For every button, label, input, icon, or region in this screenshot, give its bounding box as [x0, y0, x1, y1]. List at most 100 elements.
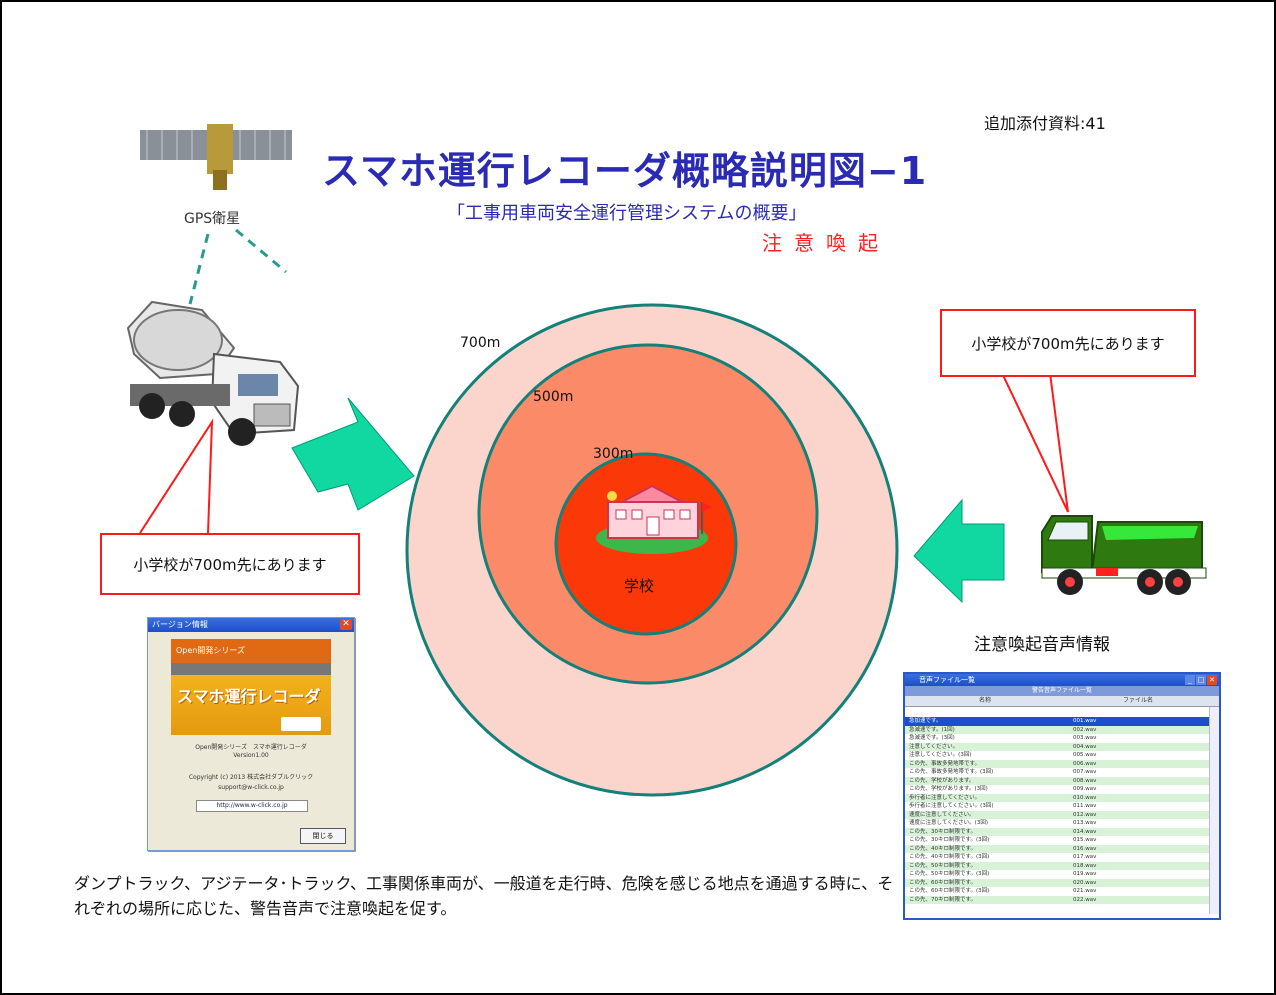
version-banner-divider — [171, 663, 331, 675]
voice-item-file: 011.wav — [1073, 803, 1097, 809]
voice-item-name: この先、30キロ制限です。(3回) — [909, 837, 990, 843]
list-item[interactable]: この先、事故多発地帯です。006.wav — [905, 759, 1209, 768]
school-label: 学校 — [624, 577, 655, 595]
scrollbar[interactable] — [1209, 707, 1219, 914]
close-button[interactable]: 閉じる — [300, 828, 346, 844]
version-info-window: バージョン情報 ✕ Open開発シリーズ スマホ運行レコーダ Open開発シリー… — [147, 617, 355, 851]
page-subtitle: 「工事用車両安全運行管理システムの概要」 — [447, 203, 807, 224]
voice-item-name: 歩行者に注意してください。(3回) — [909, 803, 994, 809]
version-banner-series: Open開発シリーズ — [171, 639, 331, 663]
list-item[interactable]: 急加速です。001.wav — [905, 717, 1209, 726]
voice-list-header: 名称 ファイル名 — [905, 696, 1219, 707]
voice-info-title: 注意喚起音声情報 — [974, 635, 1110, 655]
dump-truck-icon — [1041, 515, 1207, 595]
truck-icon — [281, 717, 321, 731]
list-item[interactable]: 急減速です。(3回) 003.wav — [905, 734, 1209, 743]
list-item[interactable]: この先、学校があります。(3回) 009.wav — [905, 785, 1209, 794]
voice-item-file: 002.wav — [1073, 726, 1097, 733]
version-url-link[interactable]: http://www.w-click.co.jp — [196, 800, 308, 812]
callout-left-pointer — [139, 418, 214, 534]
callout-right: 小学校が700m先にあります — [940, 309, 1196, 377]
agitator-truck-icon — [126, 300, 300, 446]
voice-item-name: この先、40キロ制限です。(3回) — [909, 854, 990, 860]
list-item[interactable]: この先、30キロ制限です。 014.wav — [905, 827, 1209, 836]
list-item[interactable]: 歩行者に注意してください。(3回) 011.wav — [905, 802, 1209, 811]
voice-item-name: 速度に注意してください。 — [909, 811, 975, 818]
voice-item-file: 010.wav — [1073, 794, 1097, 801]
voice-item-file: 006.wav — [1073, 760, 1097, 767]
voice-item-file: 015.wav — [1073, 837, 1097, 843]
version-email: support@w-click.co.jp — [218, 784, 284, 791]
voice-item-file: 003.wav — [1073, 735, 1097, 741]
list-item[interactable]: この先、40キロ制限です。 016.wav — [905, 844, 1209, 853]
list-item[interactable]: この先、50キロ制限です。018.wav — [905, 861, 1209, 870]
version-copyright: Copyright (c) 2013 株式会社ダブルクリック — [188, 774, 314, 781]
diagram-description: ダンプトラック、アジテータ･トラック、工事関係車両が、一般道を走行時、危険を感じ… — [74, 874, 894, 918]
voice-window-title: 音声ファイル一覧 — [919, 676, 975, 684]
voice-item-file: 007.wav — [1073, 769, 1097, 775]
version-window-title: バージョン情報 — [152, 620, 208, 629]
voice-item-name: 急加速です。 — [909, 718, 942, 724]
list-item[interactable]: この先、70キロ制限です。022.wav — [905, 895, 1209, 904]
voice-item-name: この先、学校があります。(3回) — [909, 786, 988, 792]
version-number: Version1.00 — [233, 752, 269, 759]
voice-item-name: この先、30キロ制限です。 — [909, 828, 976, 835]
maximize-icon[interactable]: □ — [1196, 675, 1206, 685]
voice-item-file: 014.wav — [1073, 828, 1097, 835]
close-icon[interactable]: ✕ — [1207, 675, 1217, 685]
gps-satellite-icon — [140, 124, 292, 190]
voice-item-file: 012.wav — [1073, 811, 1097, 818]
list-item[interactable]: この先、40キロ制限です。(3回) 017.wav — [905, 853, 1209, 862]
voice-item-name: この先、60キロ制限です。 — [909, 879, 976, 886]
voice-item-file: 004.wav — [1073, 743, 1097, 750]
list-item[interactable]: この先、50キロ制限です。(3回)019.wav — [905, 870, 1209, 879]
list-item[interactable]: 速度に注意してください。 012.wav — [905, 810, 1209, 819]
gps-satellite-label: GPS衛星 — [184, 211, 241, 227]
list-item[interactable]: 注意してください。(3回)005.wav — [905, 751, 1209, 760]
list-item[interactable]: 急減速です。(1回) 002.wav — [905, 725, 1209, 734]
voice-item-name: この先、50キロ制限です。 — [909, 862, 976, 869]
voice-item-name: この先、学校があります。 — [909, 777, 975, 784]
list-item[interactable]: この先、学校があります。 008.wav — [905, 776, 1209, 785]
column-name-header: 名称 — [979, 697, 992, 704]
minimize-icon[interactable]: _ — [1185, 675, 1195, 685]
arrow-right-icon — [291, 397, 415, 511]
caution-heading: 注意喚起 — [762, 231, 890, 255]
voice-item-file: 022.wav — [1073, 896, 1097, 903]
document-reference: 追加添付資料:41 — [984, 114, 1106, 133]
list-item[interactable]: この先、60キロ制限です。(3回)021.wav — [905, 887, 1209, 896]
school-building-icon — [596, 484, 712, 554]
list-item[interactable]: 歩行者に注意してください。010.wav — [905, 793, 1209, 802]
gps-signal-lines — [188, 228, 287, 305]
close-icon[interactable]: ✕ — [340, 619, 352, 630]
voice-item-name: 急減速です。(3回) — [909, 735, 955, 741]
list-item[interactable]: 注意してください。004.wav — [905, 742, 1209, 751]
version-product-line: Open開発シリーズ スマホ運行レコーダ — [195, 744, 307, 751]
voice-item-file: 009.wav — [1073, 786, 1097, 792]
voice-item-file: 019.wav — [1073, 871, 1097, 877]
voice-item-file: 016.wav — [1073, 845, 1097, 852]
arrow-left-icon — [913, 498, 1005, 604]
callout-left: 小学校が700m先にあります — [100, 533, 360, 595]
app-logo-text: スマホ運行レコーダ — [177, 687, 321, 706]
voice-item-file: 008.wav — [1073, 777, 1097, 784]
zone-500m-label: 500m — [533, 389, 574, 405]
voice-item-name: 注意してください。(3回) — [909, 752, 972, 758]
voice-item-name: この先、40キロ制限です。 — [909, 845, 976, 852]
list-item[interactable]: この先、60キロ制限です。020.wav — [905, 878, 1209, 887]
list-item[interactable]: 速度に注意してください。(3回)013.wav — [905, 819, 1209, 828]
zone-700m-label: 700m — [460, 335, 501, 351]
zone-300m-label: 300m — [593, 446, 634, 462]
list-item[interactable]: この先、事故多発地帯です。(3回)007.wav — [905, 768, 1209, 777]
voice-item-name: 急減速です。(1回) — [909, 726, 955, 733]
voice-window-titlebar: 音声ファイル一覧 _□✕ — [905, 674, 1219, 686]
voice-item-file: 017.wav — [1073, 854, 1097, 860]
column-file-header: ファイル名 — [1123, 697, 1154, 704]
voice-list-window: 音声ファイル一覧 _□✕ 警告音声ファイル一覧 名称 ファイル名 急加速です。0… — [903, 672, 1221, 920]
callout-right-pointer — [1001, 372, 1069, 513]
version-window-titlebar: バージョン情報 ✕ — [148, 618, 354, 632]
list-item[interactable]: この先、30キロ制限です。(3回) 015.wav — [905, 836, 1209, 845]
